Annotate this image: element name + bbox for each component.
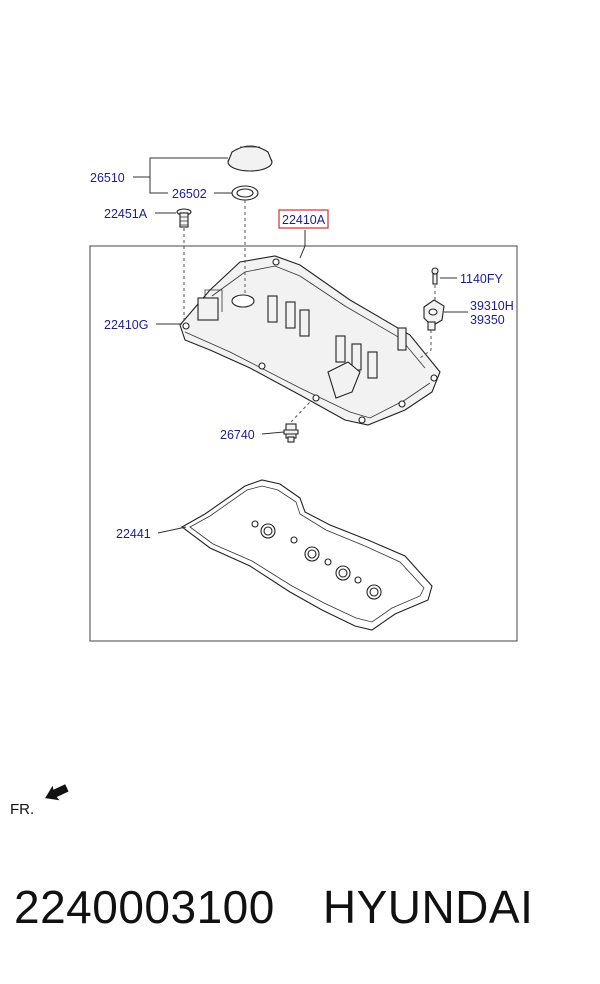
callout-26740: 26740 bbox=[220, 428, 255, 442]
callout-22410a: 22410A bbox=[282, 213, 326, 227]
callout-22441: 22441 bbox=[116, 527, 151, 541]
oil-filler-cap bbox=[227, 145, 273, 172]
front-direction-marker: FR. bbox=[10, 784, 69, 818]
leader-22441 bbox=[157, 526, 187, 534]
bolt-1140fy bbox=[431, 267, 439, 285]
leader-26740 bbox=[261, 431, 285, 435]
callout-26510: 26510 bbox=[90, 171, 125, 185]
callout-22410g: 22410G bbox=[104, 318, 148, 332]
highlight-box-22410a bbox=[278, 209, 329, 229]
callout-22451a: 22451A bbox=[104, 207, 148, 221]
cover-gasket bbox=[180, 479, 433, 631]
part-number: 2240003100 bbox=[14, 881, 275, 933]
brand-name: HYUNDAI bbox=[322, 881, 534, 933]
callout-1140fy: 1140FY bbox=[460, 272, 504, 286]
pcv-valve bbox=[283, 423, 299, 443]
arrow-icon bbox=[45, 784, 69, 801]
assembly-frame bbox=[89, 245, 518, 642]
cam-position-sensor bbox=[423, 299, 445, 331]
leader-26510 bbox=[133, 157, 228, 178]
bolt-22451a bbox=[176, 208, 192, 228]
leader-22410a bbox=[299, 230, 306, 259]
align-line-pcv bbox=[290, 401, 311, 423]
callout-39310h: 39310H bbox=[470, 299, 514, 313]
align-line-sensor bbox=[419, 330, 432, 359]
cap-gasket bbox=[231, 185, 259, 201]
cylinder-head-cover bbox=[179, 255, 441, 426]
callout-26502: 26502 bbox=[172, 187, 207, 201]
leader-26502 bbox=[149, 177, 232, 194]
callout-39350: 39350 bbox=[470, 313, 505, 327]
part-caption: 2240003100 HYUNDAI bbox=[14, 880, 594, 934]
direction-label: FR. bbox=[10, 801, 34, 818]
